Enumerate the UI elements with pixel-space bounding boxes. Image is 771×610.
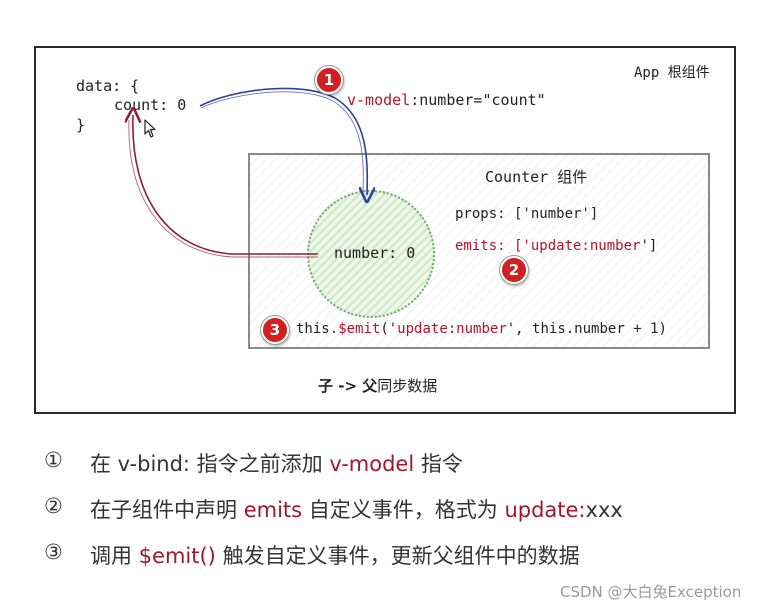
note-3-highlight-emit: $emit(): [138, 544, 216, 568]
emits-event: update:number: [530, 238, 641, 254]
emit-call: this.$emit('update:number', this.number …: [296, 321, 667, 337]
note-2-highlight-emits: emits: [243, 498, 303, 522]
note-2-highlight-update: update:: [504, 498, 586, 522]
cursor-icon: [144, 119, 156, 138]
note-number-2: ②: [44, 494, 63, 518]
sync-direction-text: 同步数据: [377, 377, 438, 395]
note-2-part-5: xxx: [585, 498, 623, 522]
emit-event: update:number: [397, 321, 507, 337]
emits-close: ']: [640, 238, 658, 254]
counter-component-title: Counter 组件: [485, 168, 588, 186]
note-1-highlight-vmodel: v-model: [329, 452, 415, 476]
emit-rest: ', this.number + 1): [506, 321, 667, 337]
note-3-part-1: 调用: [90, 544, 139, 568]
emits-keyword: emits: [': [455, 238, 531, 254]
vmodel-binding: v-model:number="count": [347, 91, 546, 109]
note-1-part-3: 指令: [414, 452, 463, 476]
step-badge-1: 1: [315, 66, 343, 94]
emit-this: this.: [296, 321, 339, 337]
emit-open: (': [380, 321, 398, 337]
root-component-label: App 根组件: [634, 65, 710, 81]
props-declaration: props: ['number']: [455, 206, 599, 222]
note-1-part-1: 在 v-bind: 指令之前添加: [90, 452, 330, 476]
sync-direction-bold: 子 -> 父: [318, 377, 378, 395]
data-line-open: data: {: [76, 77, 140, 95]
step-badge-2: 2: [500, 256, 528, 284]
note-2-part-3: 自定义事件，格式为: [302, 498, 505, 522]
child-number-circle: [307, 190, 435, 318]
flow-arrows: [0, 87, 771, 258]
data-line-close: }: [76, 116, 86, 134]
step-badge-3: 3: [261, 316, 289, 344]
emit-method: $emit: [338, 321, 381, 337]
circle-number-label: number: 0: [334, 244, 416, 262]
vmodel-value: :number="count": [410, 91, 546, 109]
emits-declaration: emits: ['update:number']: [455, 238, 657, 254]
watermark: CSDN @大白兔Exception: [560, 583, 742, 601]
note-number-1: ①: [44, 448, 63, 472]
child-to-parent-arrow: [133, 115, 318, 255]
app-root-frame: [34, 46, 736, 414]
parent-to-child-arrow: [199, 87, 367, 195]
note-text-1: 在 v-bind: 指令之前添加 v-model 指令: [90, 448, 463, 478]
note-text-2: 在子组件中声明 emits 自定义事件，格式为 update:xxx: [90, 494, 623, 524]
note-text-3: 调用 $emit() 触发自定义事件，更新父组件中的数据: [90, 540, 580, 570]
note-2-part-1: 在子组件中声明: [90, 498, 244, 522]
note-number-3: ③: [44, 540, 63, 564]
sync-direction-label: 子 -> 父同步数据: [318, 375, 437, 396]
note-3-part-3: 触发自定义事件，更新父组件中的数据: [215, 544, 580, 568]
vmodel-directive: v-model: [347, 91, 411, 109]
